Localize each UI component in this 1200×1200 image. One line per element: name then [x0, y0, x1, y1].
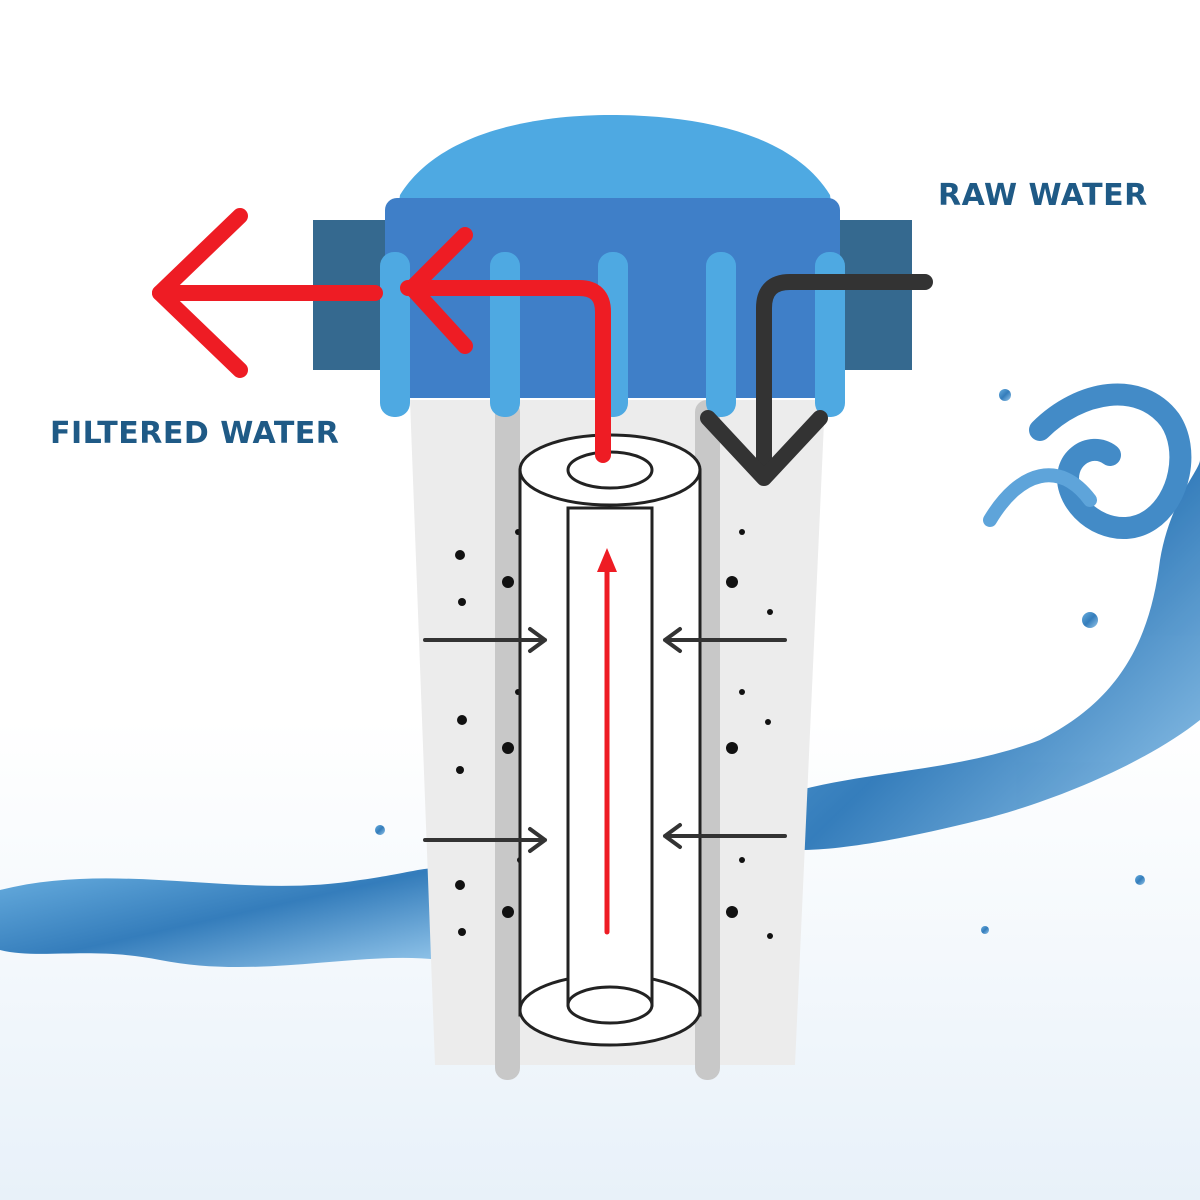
water-splash: [0, 383, 1200, 968]
filtered-water-arrow: [152, 208, 611, 463]
housing-rib-left: [495, 400, 520, 1080]
filtered-water-label: FILTERED WATER: [50, 416, 340, 451]
raw-water-label: RAW WATER: [938, 178, 1148, 213]
inflow-arrows: [423, 627, 787, 853]
upflow-arrow: [597, 548, 617, 935]
filter-cartridge: [518, 433, 702, 1047]
inlet-port: [835, 220, 912, 370]
raw-water-arrow: [700, 274, 933, 486]
